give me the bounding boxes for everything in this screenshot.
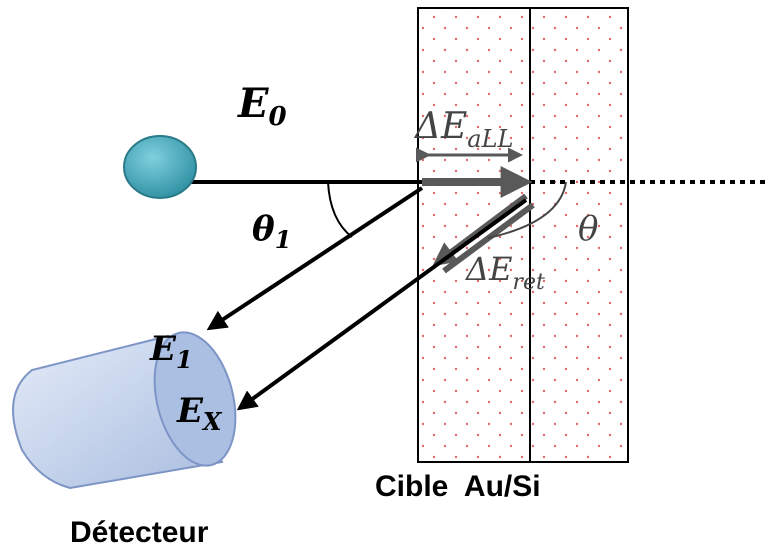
scattered-beam-e1 — [206, 186, 424, 331]
label-e0: E0 — [237, 80, 287, 132]
label-target: Cible Au/Si — [375, 470, 541, 503]
label-ex: EX — [176, 391, 223, 436]
target — [417, 7, 629, 463]
angle-arc-theta — [487, 181, 567, 239]
label-theta1: θ1 — [252, 209, 291, 254]
target-silicon-layer — [529, 7, 629, 463]
label-detector: Détecteur — [70, 516, 209, 549]
label-delta-e-ret: ΔEret — [464, 250, 545, 295]
label-e1: E1 — [149, 329, 193, 374]
incident-particle — [123, 135, 197, 199]
angle-arc-theta1 — [327, 181, 353, 238]
label-theta: θ — [578, 209, 598, 249]
detector — [12, 331, 237, 490]
label-delta-e-all: ΔEaLL — [413, 106, 513, 153]
detector-face — [153, 331, 237, 467]
scattered-beam-ex — [236, 198, 528, 411]
